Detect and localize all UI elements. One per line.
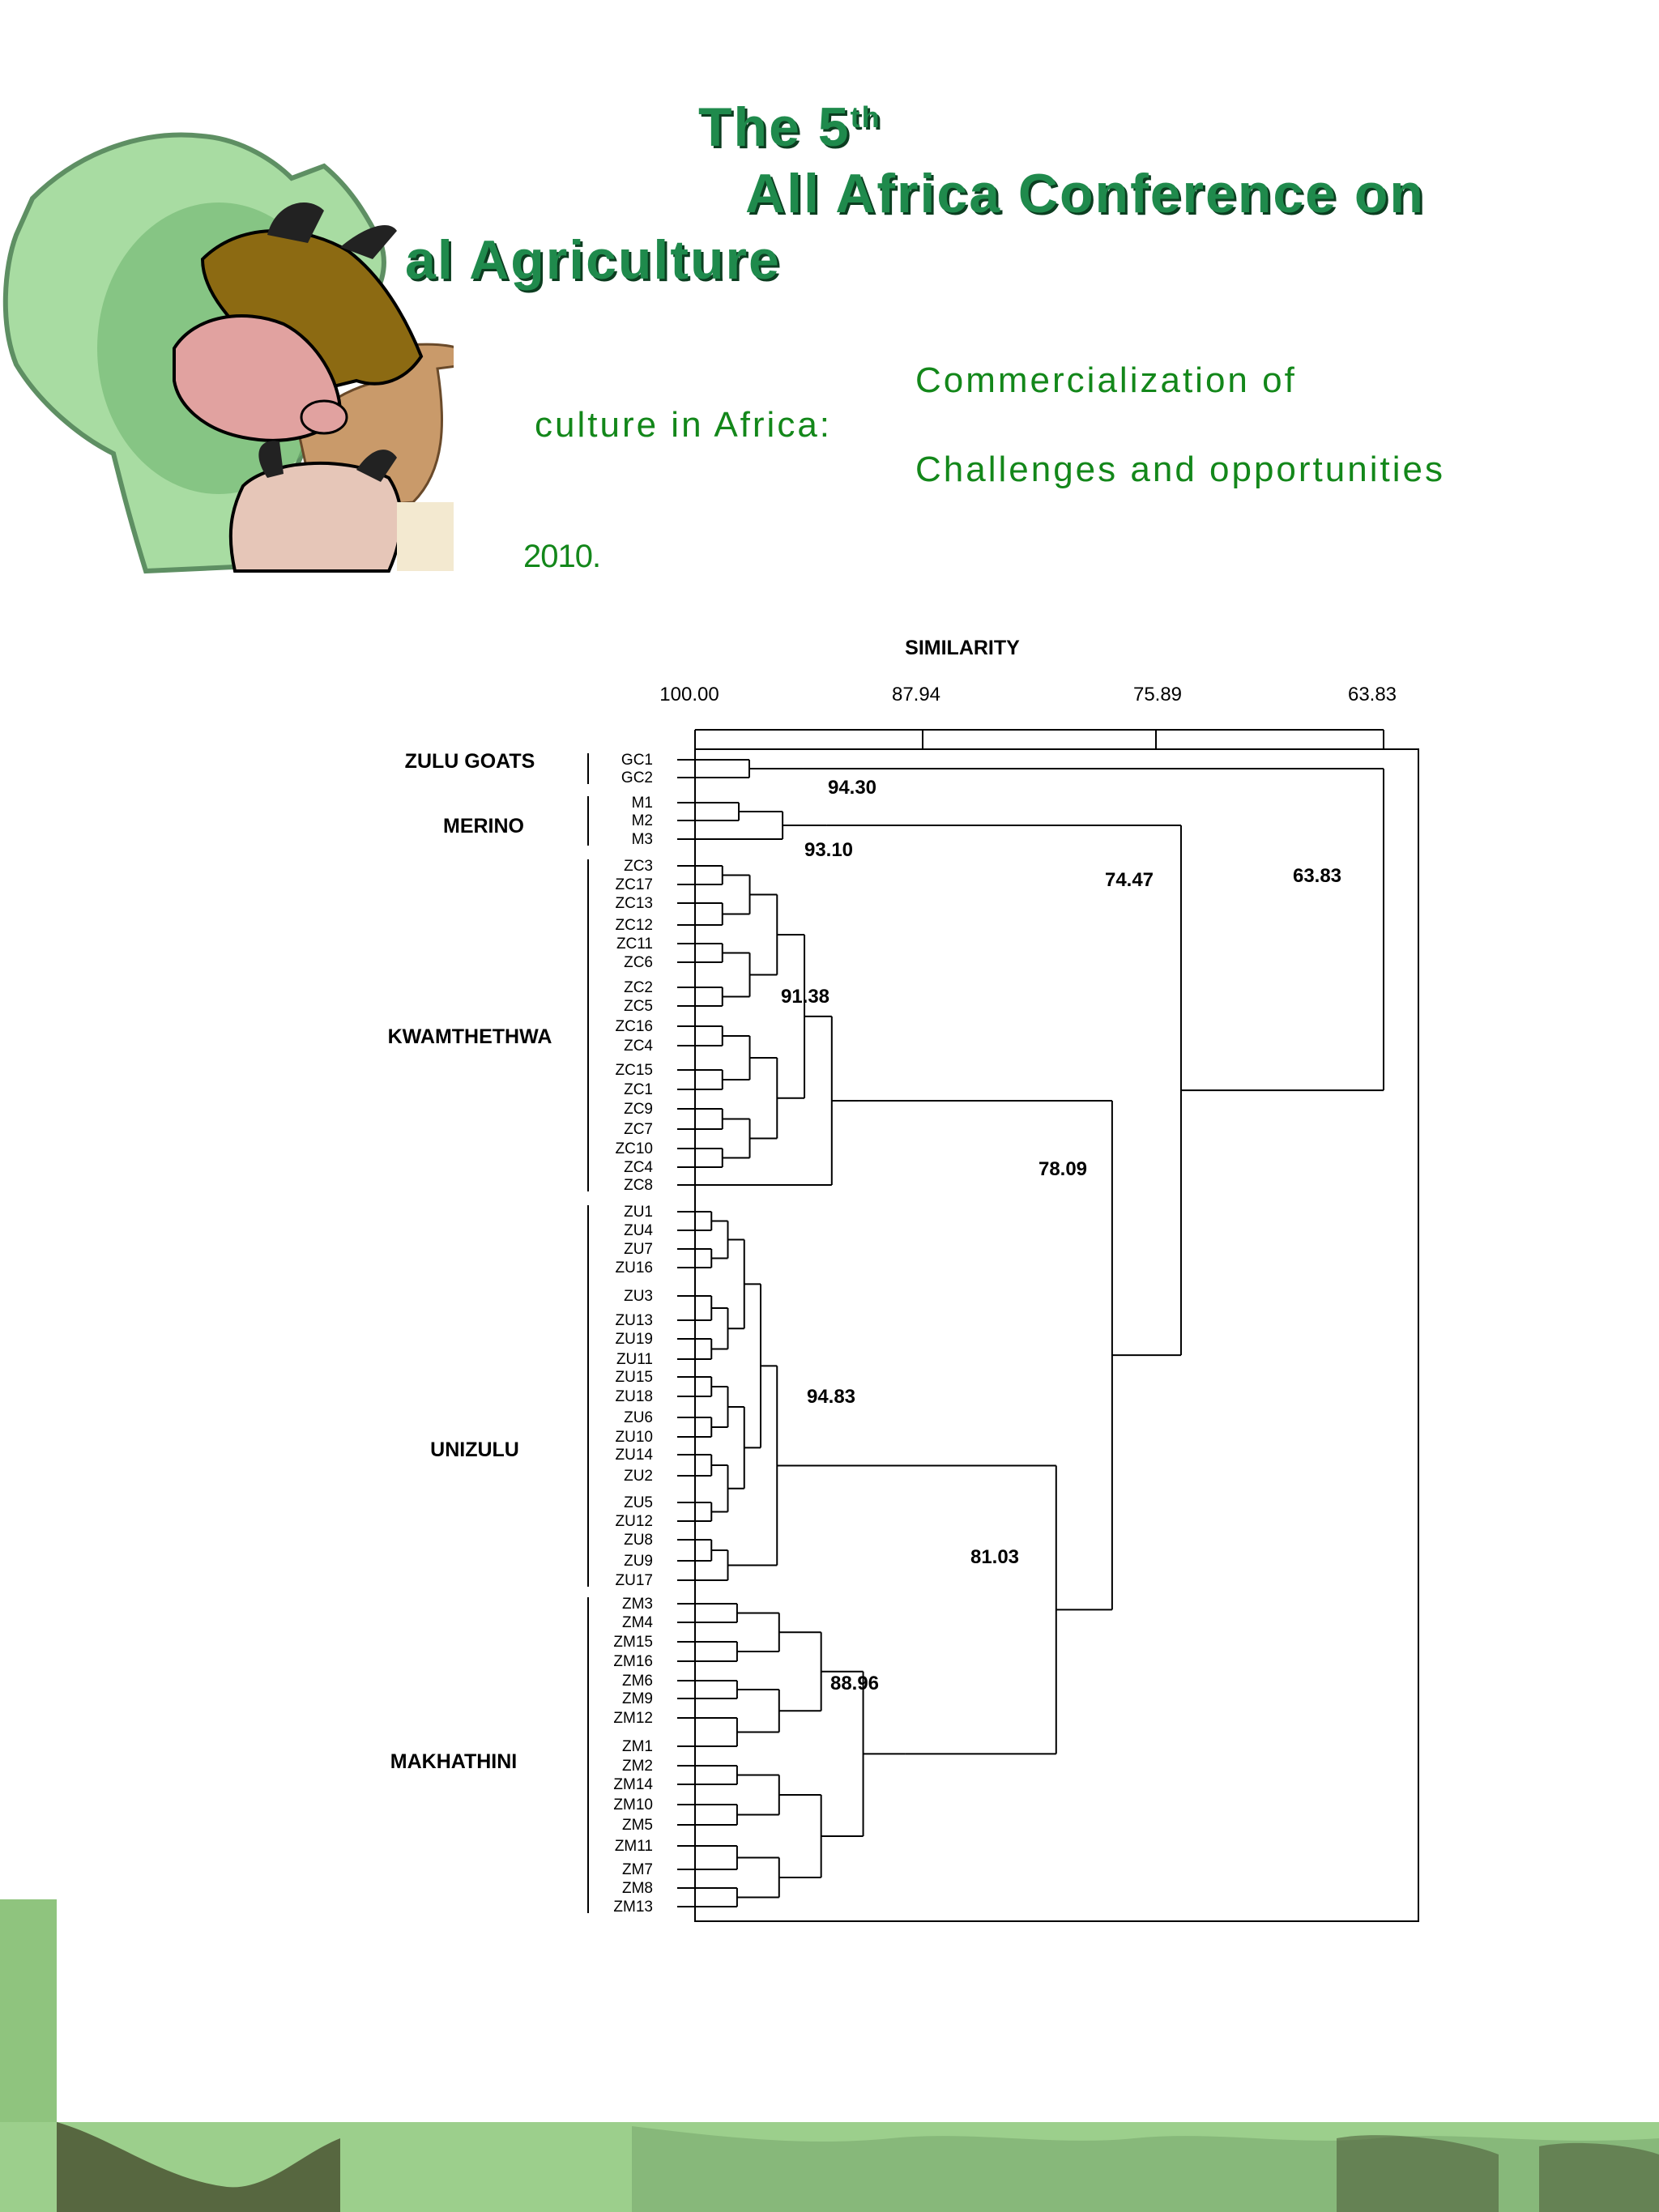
leaf-label: ZU12 — [616, 1513, 653, 1530]
node-similarity-label: 63.83 — [1293, 865, 1341, 887]
leaf-label: ZM8 — [622, 1880, 653, 1897]
title-superscript: th — [850, 100, 881, 134]
leaf-label: ZU17 — [616, 1572, 653, 1589]
leaf-label: ZC16 — [616, 1018, 653, 1035]
node-similarity-label: 88.96 — [830, 1673, 879, 1694]
dendrogram-frame — [694, 748, 1419, 1922]
subtitle-challenges: Challenges and opportunities — [915, 450, 1445, 489]
leaf-label: ZM4 — [622, 1614, 653, 1631]
leaf-label: ZU15 — [616, 1369, 653, 1386]
leaf-label: ZC5 — [624, 998, 653, 1015]
leaf-label: ZC7 — [624, 1121, 653, 1138]
leaf-label: ZU4 — [624, 1222, 653, 1239]
leaf-label: ZU19 — [616, 1331, 653, 1348]
node-similarity-label: 74.47 — [1105, 869, 1154, 891]
leaf-label: ZU5 — [624, 1494, 653, 1511]
leaf-label: M1 — [632, 795, 653, 812]
leaf-label: ZM5 — [622, 1817, 653, 1834]
leaf-label: ZC17 — [616, 876, 653, 893]
subtitle-agriculture-in-africa: culture in Africa: — [535, 405, 833, 445]
node-similarity-label: 93.10 — [804, 839, 853, 861]
axis-tick-label: 63.83 — [1348, 684, 1397, 705]
leaf-label: ZM3 — [622, 1596, 653, 1613]
leaf-label: ZC15 — [616, 1062, 653, 1079]
group-label: MAKHATHINI — [390, 1750, 517, 1773]
leaf-label: ZU6 — [624, 1409, 653, 1426]
leaf-label: ZC8 — [624, 1177, 653, 1194]
conference-title-line2: All Africa Conference on — [745, 163, 1425, 224]
leaf-label: ZM16 — [613, 1653, 653, 1670]
leaf-label: ZU13 — [616, 1312, 653, 1329]
node-similarity-label: 78.09 — [1038, 1158, 1087, 1180]
leaf-label: ZM12 — [613, 1710, 653, 1727]
leaf-label: ZM15 — [613, 1634, 653, 1651]
leaf-label: ZU10 — [616, 1429, 653, 1446]
leaf-label: ZU16 — [616, 1259, 653, 1276]
leaf-label: ZU3 — [624, 1288, 653, 1305]
leaf-label: ZU14 — [616, 1447, 654, 1464]
footer-decoration — [0, 1899, 1659, 2212]
leaf-label: GC1 — [621, 752, 653, 769]
leaf-label: ZU9 — [624, 1553, 653, 1570]
leaf-label: ZC4 — [624, 1038, 653, 1055]
leaf-label: ZC3 — [624, 858, 653, 875]
group-label: KWAMTHETHWA — [388, 1025, 552, 1048]
leaf-label: M3 — [632, 831, 653, 848]
leaf-label: ZC2 — [624, 979, 653, 996]
conference-title-line3: al Agriculture — [405, 229, 781, 291]
group-label: ZULU GOATS — [405, 750, 535, 773]
axis-title: SIMILARITY — [905, 637, 1020, 659]
leaf-label: ZC4 — [624, 1159, 653, 1176]
leaf-label: ZM6 — [622, 1673, 653, 1690]
leaf-label: ZM2 — [622, 1758, 653, 1775]
africa-livestock-logo — [2, 132, 454, 574]
node-similarity-label: 81.03 — [970, 1546, 1019, 1568]
node-similarity-label: 94.83 — [807, 1386, 855, 1408]
leaf-label: ZC9 — [624, 1101, 653, 1118]
leaf-label: ZM1 — [622, 1738, 653, 1755]
leaf-label: ZM13 — [613, 1899, 653, 1916]
node-similarity-label: 94.30 — [828, 777, 876, 799]
axis-tick-label: 87.94 — [892, 684, 940, 705]
group-label: UNIZULU — [430, 1438, 519, 1461]
axis-tick-label: 100.00 — [659, 684, 719, 705]
leaf-label: ZM10 — [613, 1796, 653, 1813]
leaf-label: ZC6 — [624, 954, 653, 971]
leaf-label: ZC10 — [616, 1140, 653, 1157]
dendrogram-axes: SIMILARITY 100.00 87.94 75.89 63.83 — [659, 637, 1419, 1922]
leaf-label: M2 — [632, 812, 653, 829]
leaf-label: ZC12 — [616, 917, 653, 934]
node-similarity-label: 91.38 — [781, 986, 830, 1008]
conference-date-fragment: 2010. — [523, 539, 601, 574]
leaf-label: ZU7 — [624, 1241, 653, 1258]
leaf-label: ZC11 — [616, 936, 653, 953]
leaf-label: ZC1 — [624, 1081, 653, 1098]
leaf-label: ZU2 — [624, 1468, 653, 1485]
group-label: MERINO — [443, 815, 524, 837]
axis-tick-label: 75.89 — [1133, 684, 1182, 705]
leaf-label: ZU8 — [624, 1532, 653, 1549]
leaf-label: ZC13 — [616, 895, 653, 912]
subtitle-commercialization: Commercialization of — [915, 360, 1297, 400]
leaf-label: ZM7 — [622, 1861, 653, 1878]
leaf-label: ZU11 — [616, 1351, 653, 1368]
leaf-label: ZU1 — [624, 1204, 653, 1221]
leaf-label: ZM9 — [622, 1690, 653, 1707]
leaf-label: ZM14 — [613, 1776, 653, 1793]
title-prefix: The 5 — [698, 96, 851, 158]
leaf-label: GC2 — [621, 769, 653, 786]
leaf-label: ZU18 — [616, 1388, 653, 1405]
leaf-label: ZM11 — [615, 1838, 653, 1855]
conference-title-line1: The 5th — [698, 96, 881, 159]
